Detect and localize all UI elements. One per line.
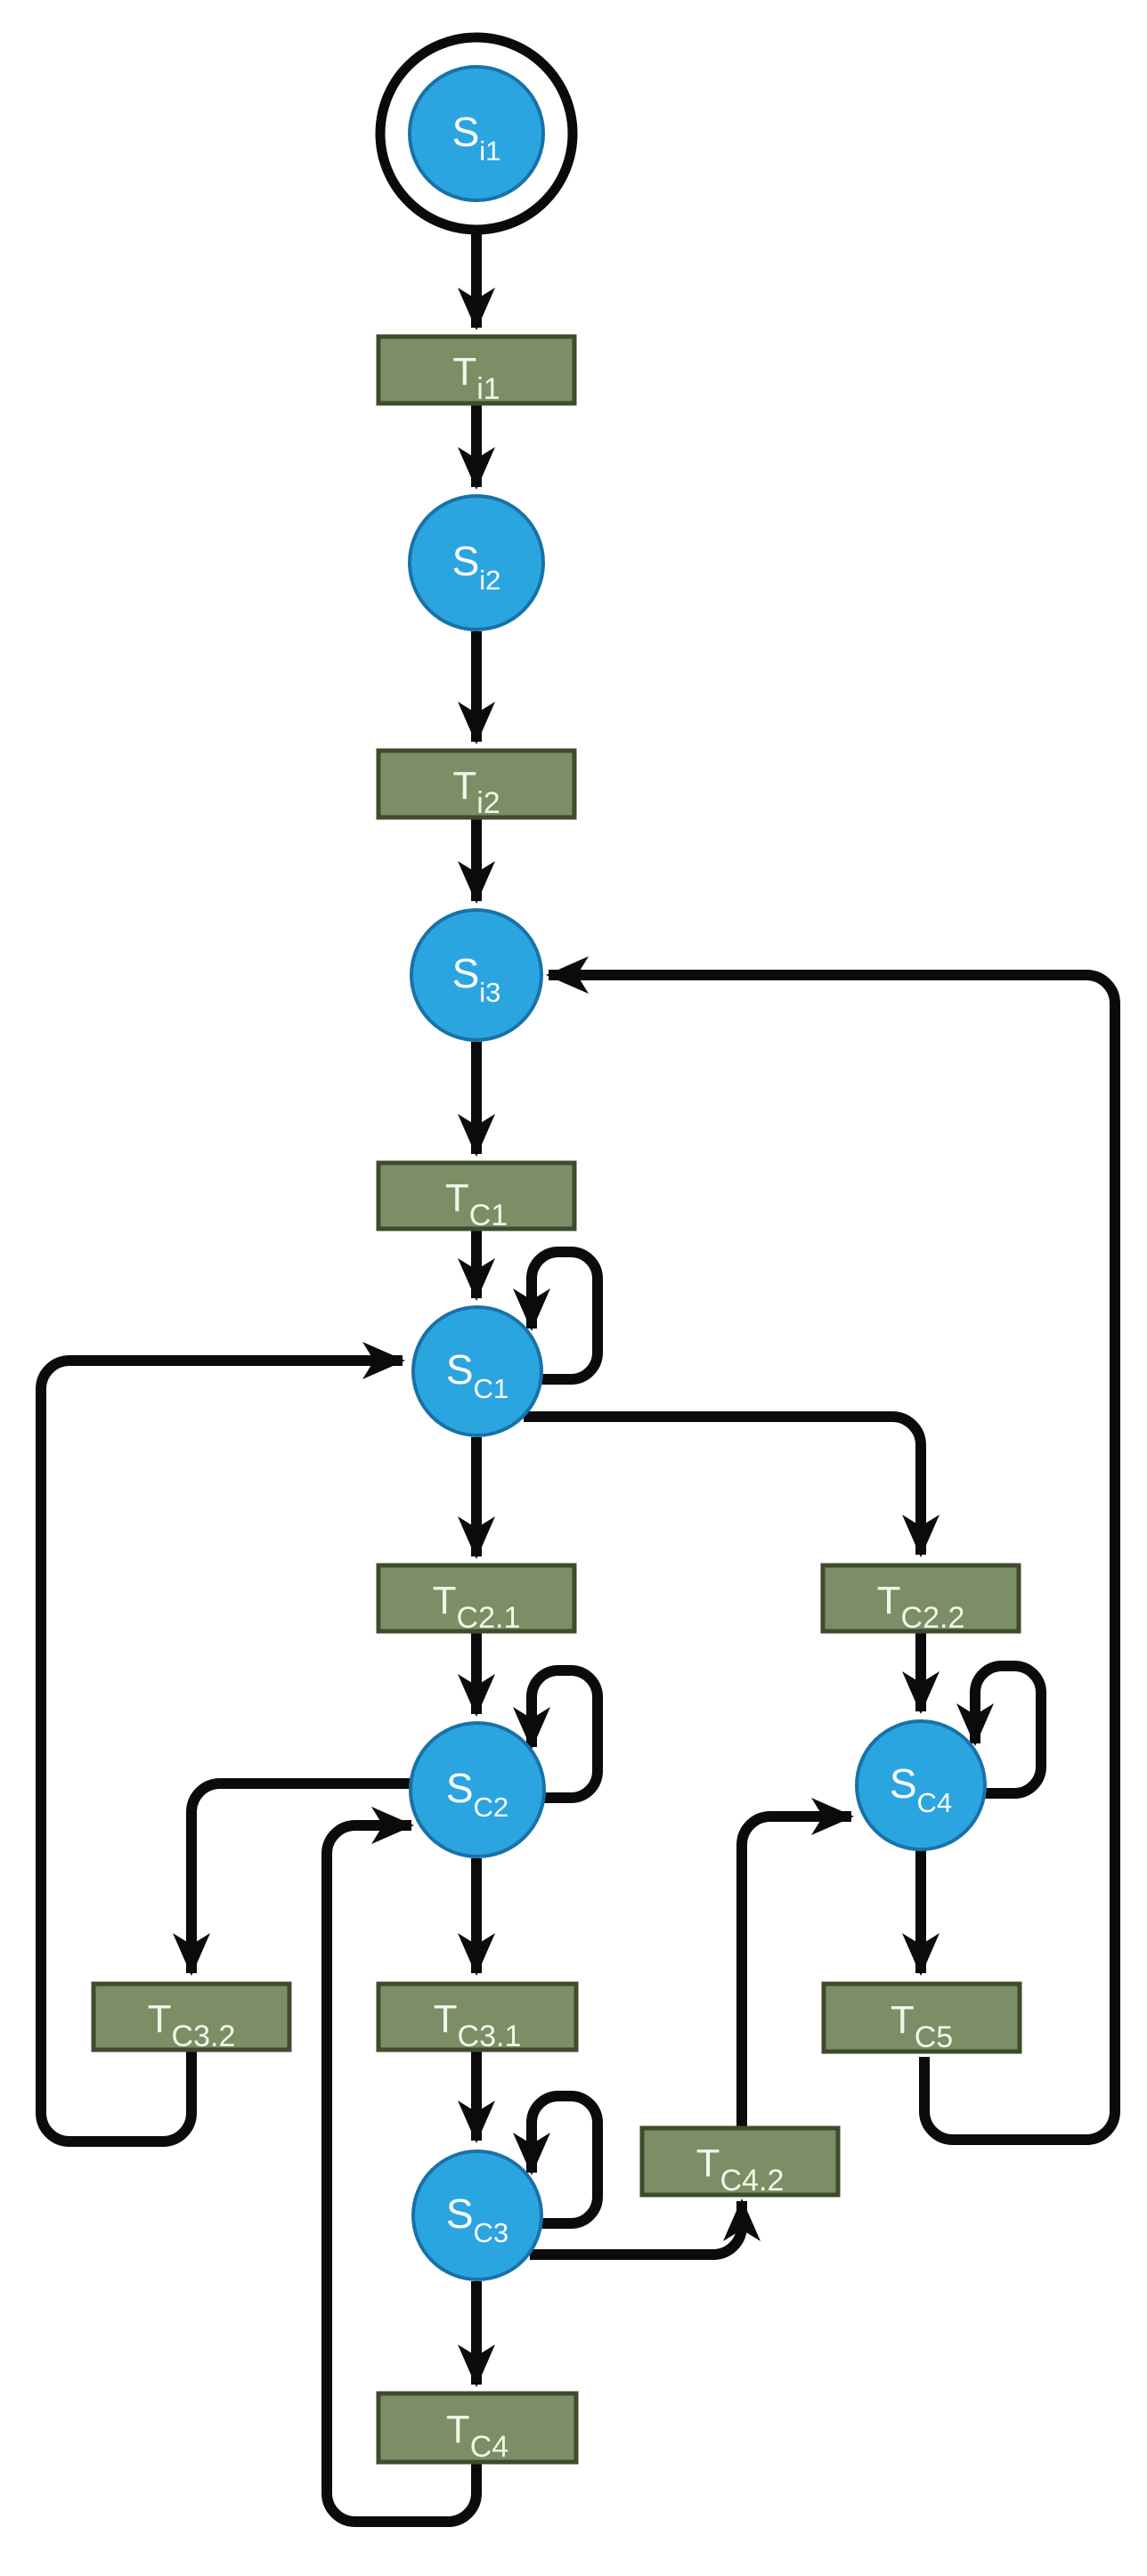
- edges: [36, 233, 1120, 2527]
- arrow-tc3_2-sc1-feedback: [36, 1342, 405, 2147]
- s-c2-label: SC2: [446, 1765, 508, 1823]
- arrow-sc1-self-loop: [513, 1247, 603, 1385]
- s-c3-label: SC3: [446, 2190, 508, 2248]
- s-c4-circle: [855, 1719, 987, 1851]
- t-c2-2-label: TC2.2: [877, 1579, 965, 1635]
- t-c3-2-label: TC3.2: [148, 1997, 236, 2053]
- state-s-i1-initial: Si1: [375, 32, 578, 235]
- state-s-c1: SC1: [411, 1305, 543, 1437]
- transition-t-i2: Ti2: [376, 748, 577, 820]
- transition-t-c3-1: TC3.1: [376, 1981, 579, 2053]
- t-c4-label: TC4: [446, 2408, 508, 2464]
- t-i1-box: [376, 334, 577, 406]
- t-c2-2-box: [820, 1563, 1021, 1634]
- s-c4-label: SC4: [890, 1760, 952, 1818]
- arrow-sc3-self-loop: [513, 2091, 603, 2229]
- s-c2-circle: [409, 1721, 546, 1858]
- s-i2-label: Si2: [452, 538, 501, 596]
- s-c1-label: SC1: [446, 1346, 508, 1404]
- t-c4-2-box: [639, 2125, 841, 2198]
- state-s-c3: SC3: [411, 2149, 543, 2281]
- transition-t-c1: TC1: [376, 1160, 577, 1232]
- t-i2-label: Ti2: [452, 764, 500, 820]
- transition-t-c4: TC4: [376, 2391, 579, 2465]
- t-c3-1-box: [376, 1981, 579, 2052]
- t-c1-box: [376, 1160, 577, 1231]
- arrow-sc2-tc3_2: [173, 1778, 410, 1976]
- s-i2-circle: [408, 494, 545, 631]
- s-i3-circle: [410, 908, 543, 1042]
- states: Si1 Si2 Si3 SC1 SC2 SC3 SC4: [375, 32, 987, 2281]
- s-c1-circle: [411, 1305, 543, 1437]
- transition-t-c4-2: TC4.2: [639, 2125, 841, 2198]
- t-c5-label: TC5: [891, 1998, 953, 2054]
- t-c4-2-label: TC4.2: [696, 2141, 785, 2198]
- arrow-sc2-self-loop: [513, 1665, 603, 1803]
- t-c2-1-label: TC2.1: [433, 1579, 521, 1635]
- arrow-sc1-tc2_2: [524, 1411, 940, 1557]
- transition-t-c3-2: TC3.2: [91, 1981, 292, 2053]
- arrow-tc4-sc2-feedback: [321, 1807, 482, 2527]
- s-i1-circle: [408, 65, 545, 202]
- t-i2-box: [376, 748, 577, 820]
- t-c3-1-label: TC3.1: [434, 1997, 522, 2053]
- arrow-sc3-tc4_2: [530, 2198, 761, 2260]
- t-c3-2-box: [91, 1981, 292, 2052]
- arrow-tc5-si3-feedback: [546, 956, 1120, 2145]
- t-c2-1-box: [376, 1563, 577, 1634]
- transition-t-c2-2: TC2.2: [820, 1563, 1021, 1635]
- s-i1-label: Si1: [452, 109, 501, 167]
- transition-t-i1: Ti1: [376, 334, 577, 406]
- transition-t-c2-1: TC2.1: [376, 1563, 577, 1635]
- arrow-sc4-self-loop: [956, 1661, 1046, 1799]
- state-s-i2: Si2: [408, 494, 545, 631]
- t-c5-box: [821, 1981, 1022, 2054]
- t-c4-box: [376, 2391, 579, 2465]
- transition-t-c5: TC5: [821, 1981, 1022, 2054]
- arrow-tc4_2-sc4: [736, 1798, 854, 2126]
- state-s-c4: SC4: [855, 1719, 987, 1851]
- t-c1-label: TC1: [445, 1176, 508, 1232]
- s-i3-label: Si3: [452, 950, 501, 1008]
- t-i1-label: Ti1: [452, 350, 500, 406]
- s-c3-circle: [411, 2149, 543, 2281]
- state-s-i3: Si3: [410, 908, 543, 1042]
- state-s-c2: SC2: [409, 1721, 546, 1858]
- transitions: Ti1 Ti2 TC1 TC2.1 TC2.2 TC3.1 TC3.2 TC5: [91, 334, 1022, 2465]
